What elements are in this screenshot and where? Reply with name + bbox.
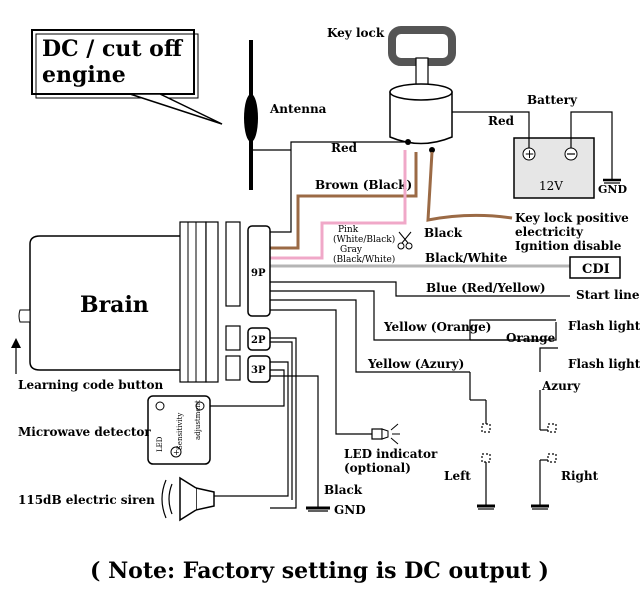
connector-9p: 9P xyxy=(247,225,271,317)
red-key-label: Red xyxy=(331,141,358,155)
svg-text:+: + xyxy=(525,147,535,161)
learning-code-button-arrow xyxy=(11,338,21,374)
brown-wire xyxy=(270,151,513,250)
led-indicator-icon xyxy=(371,423,400,445)
brain-label: Brain xyxy=(80,292,149,318)
brown-black-label: Brown (Black) xyxy=(315,178,412,192)
key-lock-positive-2: electricity xyxy=(515,225,584,239)
pink-wire xyxy=(270,150,407,260)
key-lock-positive-1: Key lock positive xyxy=(515,211,629,225)
key-lock-label: Key lock xyxy=(327,26,385,40)
connector-2p-label: 2P xyxy=(251,335,266,346)
cdi-box: CDI xyxy=(569,256,621,279)
right-label: Right xyxy=(561,469,599,483)
svg-text:+: + xyxy=(173,448,180,457)
left-label: Left xyxy=(444,469,471,483)
gnd-bottom-label: GND xyxy=(334,503,366,517)
black-white-label: Black/White xyxy=(425,251,508,265)
battery-icon: + 12V xyxy=(513,137,595,199)
output-wires xyxy=(210,281,570,509)
siren-icon xyxy=(161,476,230,522)
flash-light-1-label: Flash light xyxy=(568,319,640,333)
battery-wires xyxy=(452,111,621,184)
sensor-adjust-label-2: adjustment xyxy=(194,400,202,440)
connector-3p: 3P xyxy=(247,355,271,383)
flash-light-2-label: Flash light xyxy=(568,357,640,371)
factory-setting-note: ( Note: Factory setting is DC output ) xyxy=(90,558,549,584)
gnd-bottom-icon xyxy=(306,506,330,512)
siren-label: 115dB electric siren xyxy=(18,493,155,507)
callout: DC / cut off engine xyxy=(31,29,223,125)
callout-line1: DC / cut off xyxy=(42,36,184,62)
led-indicator-label-1: LED indicator xyxy=(344,447,438,461)
battery-label: Battery xyxy=(527,93,578,107)
left-flash-light-icon xyxy=(469,339,520,510)
right-flash-light-icon xyxy=(531,390,557,510)
key-lock-icon xyxy=(388,26,456,153)
antenna-label: Antenna xyxy=(269,102,327,116)
brain-unit: Brain xyxy=(18,221,241,383)
orange-label: Orange xyxy=(506,331,556,345)
cdi-label: CDI xyxy=(582,262,610,277)
azury-label: Azury xyxy=(541,379,581,393)
connector-2p: 2P xyxy=(247,327,271,351)
start-line-label: Start line xyxy=(576,288,640,302)
gnd-battery-label: GND xyxy=(598,183,627,196)
battery-voltage: 12V xyxy=(539,179,563,193)
red-battery-label: Red xyxy=(488,114,515,128)
ignition-disable-label: Ignition disable xyxy=(515,239,622,253)
connector-9p-label: 9P xyxy=(251,268,266,279)
learning-code-button-label: Learning code button xyxy=(18,378,163,392)
led-indicator-label-2: (optional) xyxy=(344,461,411,475)
pink-label: Pink xyxy=(338,225,359,235)
blue-red-yellow-label: Blue (Red/Yellow) xyxy=(426,281,546,295)
yellow-azury-label: Yellow (Azury) xyxy=(367,357,464,371)
sensor-led-label: LED xyxy=(156,436,164,452)
red-wire xyxy=(270,141,408,233)
microwave-detector-icon: + LED Sensitivity adjustment xyxy=(147,395,214,465)
gray-white-label: (Black/White) xyxy=(333,254,395,265)
black-key-label: Black xyxy=(424,226,463,240)
microwave-detector-label: Microwave detector xyxy=(18,425,151,439)
connector-3p-label: 3P xyxy=(251,365,266,376)
gray-label: Gray xyxy=(340,245,363,255)
black-gnd-label: Black xyxy=(324,483,363,497)
antenna-icon xyxy=(244,40,291,190)
callout-line2: engine xyxy=(42,62,126,88)
pink-white-black-label: (White/Black) xyxy=(333,234,395,245)
yellow-orange-label: Yellow (Orange) xyxy=(383,320,491,334)
sensor-adjust-label-1: Sensitivity xyxy=(176,413,184,450)
scissors-icon xyxy=(397,231,413,250)
